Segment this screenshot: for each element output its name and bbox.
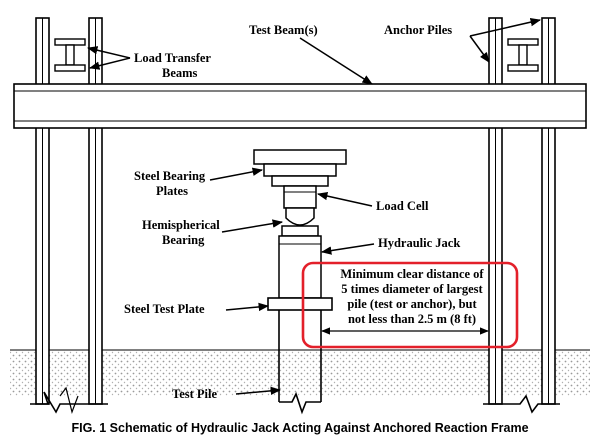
load-transfer-beam-right [507,38,539,72]
clearance-note: Minimum clear distance of 5 times diamet… [340,267,484,326]
label-anchor-piles: Anchor Piles [384,23,452,37]
clearance-note-line: 5 times diameter of largest [341,282,483,296]
label-test-pile: Test Pile [172,387,217,401]
clearance-note-line: Minimum clear distance of [340,267,484,281]
label-load-cell: Load Cell [376,199,429,213]
hydraulic-jack [278,235,322,299]
load-transfer-beam-left [54,38,86,72]
steel-bearing-plates [253,149,347,187]
label-steel-bearing-1: Steel Bearing [134,169,206,183]
label-hemispherical-2: Bearing [162,233,205,247]
hemispherical-bearing [281,207,319,237]
clearance-note-line: pile (test or anchor), but [347,297,477,311]
load-cell [283,185,317,209]
label-steel-test-plate: Steel Test Plate [124,302,205,316]
clearance-highlight-box [301,261,519,349]
test-pile [278,310,322,415]
leader-lines [86,18,542,396]
label-steel-bearing-2: Plates [156,184,188,198]
test-beam [13,83,587,129]
label-load-transfer-1: Load Transfer [134,51,211,65]
label-load-transfer-2: Beams [162,66,198,80]
label-test-beams: Test Beam(s) [249,23,318,37]
clearance-note-line: not less than 2.5 m (8 ft) [348,312,476,326]
label-hydraulic-jack: Hydraulic Jack [378,236,460,250]
figure-caption: FIG. 1 Schematic of Hydraulic Jack Actin… [71,421,528,435]
steel-test-plate [267,297,333,311]
label-hemispherical-1: Hemispherical [142,218,220,232]
